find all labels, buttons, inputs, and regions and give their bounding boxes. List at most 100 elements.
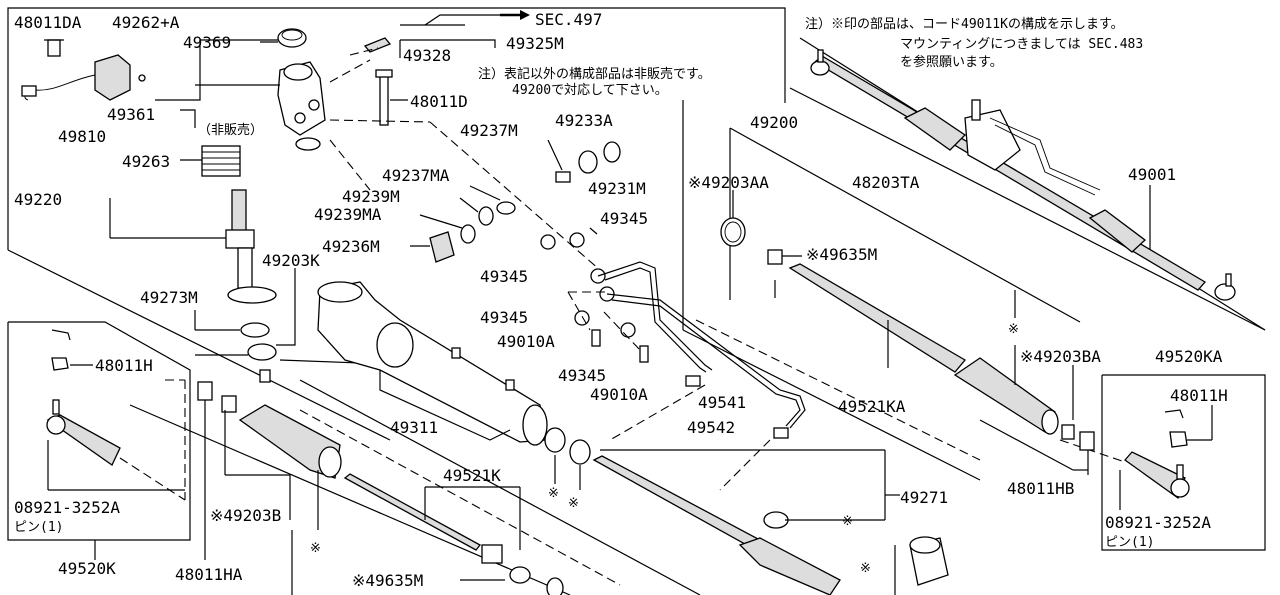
- mark-note-line1: 注）※印の部品は、コード49011Kの構成を示します。: [805, 17, 1124, 32]
- left-tie-rod-box: [7, 321, 191, 560]
- not-sold-label: （非販売）: [198, 122, 263, 138]
- part-label-48203TA: 48203TA: [852, 173, 920, 192]
- bushing-49236M: [429, 231, 455, 263]
- part-label-49239M: 49239M: [342, 187, 400, 206]
- seal-49203K: [247, 343, 277, 361]
- not-sold-note: 注）表記以外の構成部品は非販売です。: [478, 66, 711, 82]
- part-label-49635M: ※49635M: [806, 245, 877, 264]
- gear-housing-49311: [317, 281, 789, 529]
- oring-49237MA: [496, 201, 516, 215]
- mark-lower-right: ※: [860, 561, 871, 576]
- seal-ring-2: [569, 439, 591, 465]
- left-nut-48011H: [51, 357, 69, 371]
- part-label-49231M: 49231M: [588, 179, 646, 198]
- right-tie-rod-box: [1059, 374, 1266, 551]
- part-label-49203AA: ※49203AA: [688, 173, 769, 192]
- part-label-49345-c: 49345: [480, 308, 528, 327]
- labels: SEC.497 注）表記以外の構成部品は非販売です。 49200で対応して下さい…: [14, 10, 1228, 590]
- part-label-48011D: 48011D: [410, 92, 468, 111]
- part-label-49521K: 49521K: [443, 466, 501, 485]
- part-label-49520K: 49520K: [58, 559, 116, 578]
- part-label-49325M: 49325M: [506, 34, 564, 53]
- mark-seal-2: ※: [568, 496, 579, 511]
- pinion-housing-group: [21, 10, 601, 271]
- part-label-49203BA: ※49203BA: [1020, 347, 1101, 366]
- part-label-48011HA: 48011HA: [175, 565, 243, 584]
- part-label-49311: 49311: [390, 418, 438, 437]
- part-label-49271: 49271: [900, 488, 948, 507]
- mark-seal-1: ※: [548, 486, 559, 501]
- mark-seal-3: ※: [842, 514, 853, 529]
- part-label-49273M: 49273M: [140, 288, 198, 307]
- part-label-48011DA: 48011DA: [14, 13, 82, 32]
- bolt-48011D: [379, 74, 389, 126]
- oring-49273M: [240, 322, 270, 338]
- part-label-49345-a: 49345: [600, 209, 648, 228]
- rack-lower: [592, 449, 949, 595]
- seal-ring-1: [544, 427, 566, 453]
- part-label-08921-right: 08921-3252A: [1105, 513, 1211, 532]
- part-label-49220: 49220: [14, 190, 62, 209]
- mark-left-boot: ※: [310, 541, 321, 556]
- part-label-49203B: ※49203B: [210, 506, 281, 525]
- pin-label-right: ピン(1): [1105, 535, 1154, 550]
- nut-49233A: [578, 150, 598, 174]
- part-label-49345-b: 49345: [480, 267, 528, 286]
- part-label-48011H-left: 48011H: [95, 356, 153, 375]
- part-label-49369: 49369: [183, 33, 231, 52]
- part-label-49541: 49541: [698, 393, 746, 412]
- part-label-49361: 49361: [107, 105, 155, 124]
- rack-shaft: [592, 455, 762, 549]
- part-label-48011HB: 48011HB: [1007, 479, 1074, 498]
- pinion-housing: [277, 61, 326, 136]
- part-label-49239MA: 49239MA: [314, 205, 382, 224]
- use-49200-note: 49200で対応して下さい。: [512, 83, 668, 98]
- part-label-49262A: 49262+A: [112, 13, 180, 32]
- part-label-49237M: 49237M: [460, 121, 518, 140]
- part-label-49010A-b: 49010A: [590, 385, 648, 404]
- washer-49635M: [767, 249, 783, 265]
- part-label-49001: 49001: [1128, 165, 1176, 184]
- boot-49203BA: [953, 357, 1056, 433]
- part-label-49521KA: 49521KA: [838, 397, 906, 416]
- mark-note-line3: を参照願います。: [900, 54, 1003, 70]
- pin-label-left: ピン(1): [14, 520, 63, 535]
- right-tie-rod-end: [1124, 451, 1186, 500]
- union-49237M: [555, 171, 571, 183]
- part-label-49345-d: 49345: [558, 366, 606, 385]
- mark-right-rod: ※: [1008, 322, 1019, 337]
- frame-lines: [7, 7, 1266, 595]
- left-boot-inner-rod: [197, 381, 564, 595]
- right-boot-group: [720, 190, 1095, 475]
- part-label-49203K: 49203K: [262, 251, 320, 270]
- part-label-49233A: 49233A: [555, 111, 613, 130]
- part-label-49520KA: 49520KA: [1155, 347, 1223, 366]
- part-label-49263: 49263: [122, 152, 170, 171]
- ring-49239MA: [460, 224, 476, 244]
- nut-48011HA: [197, 381, 213, 401]
- part-label-48011H-right: 48011H: [1170, 386, 1228, 405]
- right-nut-48011H: [1169, 431, 1188, 448]
- part-label-49810: 49810: [58, 127, 106, 146]
- inner-rod-49521KA: [788, 263, 966, 373]
- ring-49239M: [478, 206, 494, 226]
- part-label-49010A-a: 49010A: [497, 332, 555, 351]
- part-label-49200: 49200: [750, 113, 798, 132]
- part-label-49237MA: 49237MA: [382, 166, 450, 185]
- part-label-49236M: 49236M: [322, 237, 380, 256]
- sec497-reference: SEC.497: [535, 10, 602, 29]
- part-label-49328: 49328: [403, 46, 451, 65]
- tube-49542-end: [773, 427, 789, 439]
- part-label-49542: 49542: [687, 418, 735, 437]
- hydraulic-tubes: [597, 261, 806, 491]
- seal-ring-3: [763, 511, 789, 529]
- part-label-08921-left: 08921-3252A: [14, 498, 120, 517]
- rack-assembly-49001: [810, 49, 1236, 301]
- mark-note-line2: マウンティングにつきましては SEC.483: [900, 37, 1143, 52]
- seal-49369: [277, 28, 307, 48]
- seal-rings-49263: [201, 145, 241, 177]
- nut-48011HB: [1079, 431, 1095, 451]
- tube-49541-end: [685, 375, 701, 387]
- part-label-49635M-lower: ※49635M: [352, 571, 423, 590]
